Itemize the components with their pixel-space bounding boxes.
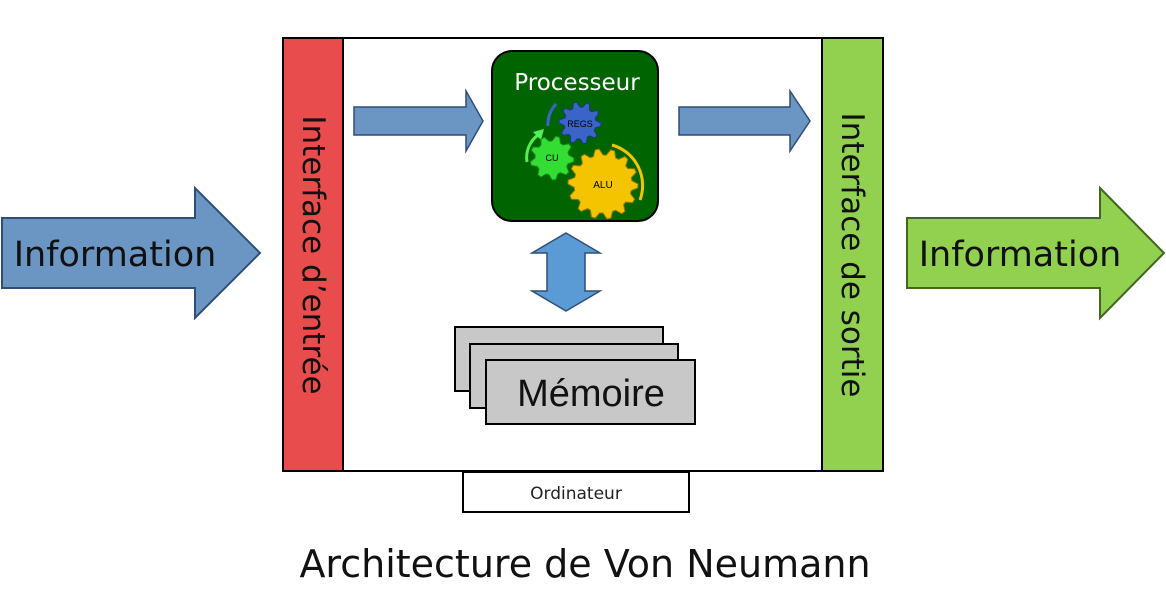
input-information-arrow: Information bbox=[1, 185, 262, 321]
processor-memory-bus-arrow bbox=[529, 232, 603, 312]
regs-rotation-arrow bbox=[546, 102, 558, 127]
input-interface-label: Interface d’entrée bbox=[295, 115, 331, 394]
cu-rotation-arrow bbox=[525, 133, 539, 163]
alu-gear: ALU bbox=[567, 148, 639, 220]
input-interface: Interface d’entrée bbox=[282, 37, 344, 472]
processor: Processeur REGS CU ALU bbox=[491, 50, 659, 222]
output-interface: Interface de sortie bbox=[821, 37, 884, 472]
memory-label: Mémoire bbox=[517, 373, 665, 415]
output-information-label: Information bbox=[919, 235, 1122, 275]
processor-label: Processeur bbox=[514, 70, 640, 96]
regs-gear: REGS bbox=[558, 101, 602, 145]
input-to-processor-arrow bbox=[353, 88, 484, 154]
memory: Mémoire bbox=[454, 326, 696, 425]
cu-gear-label: CU bbox=[546, 153, 559, 163]
alu-rotation-arrow bbox=[611, 143, 645, 201]
output-information-arrow: Information bbox=[906, 185, 1166, 321]
input-information-label: Information bbox=[14, 235, 217, 275]
alu-gear-label: ALU bbox=[593, 180, 612, 191]
memory-card-front bbox=[485, 359, 696, 425]
computer-label-box: Ordinateur bbox=[462, 471, 690, 513]
output-interface-label: Interface de sortie bbox=[834, 113, 870, 398]
regs-gear-label: REGS bbox=[567, 119, 593, 129]
processor-to-output-arrow bbox=[678, 88, 811, 154]
computer-label: Ordinateur bbox=[530, 484, 622, 504]
cu-rotation-arrowhead bbox=[533, 129, 544, 140]
cu-gear: CU bbox=[529, 135, 575, 181]
diagram-title: Architecture de Von Neumann bbox=[299, 542, 870, 586]
